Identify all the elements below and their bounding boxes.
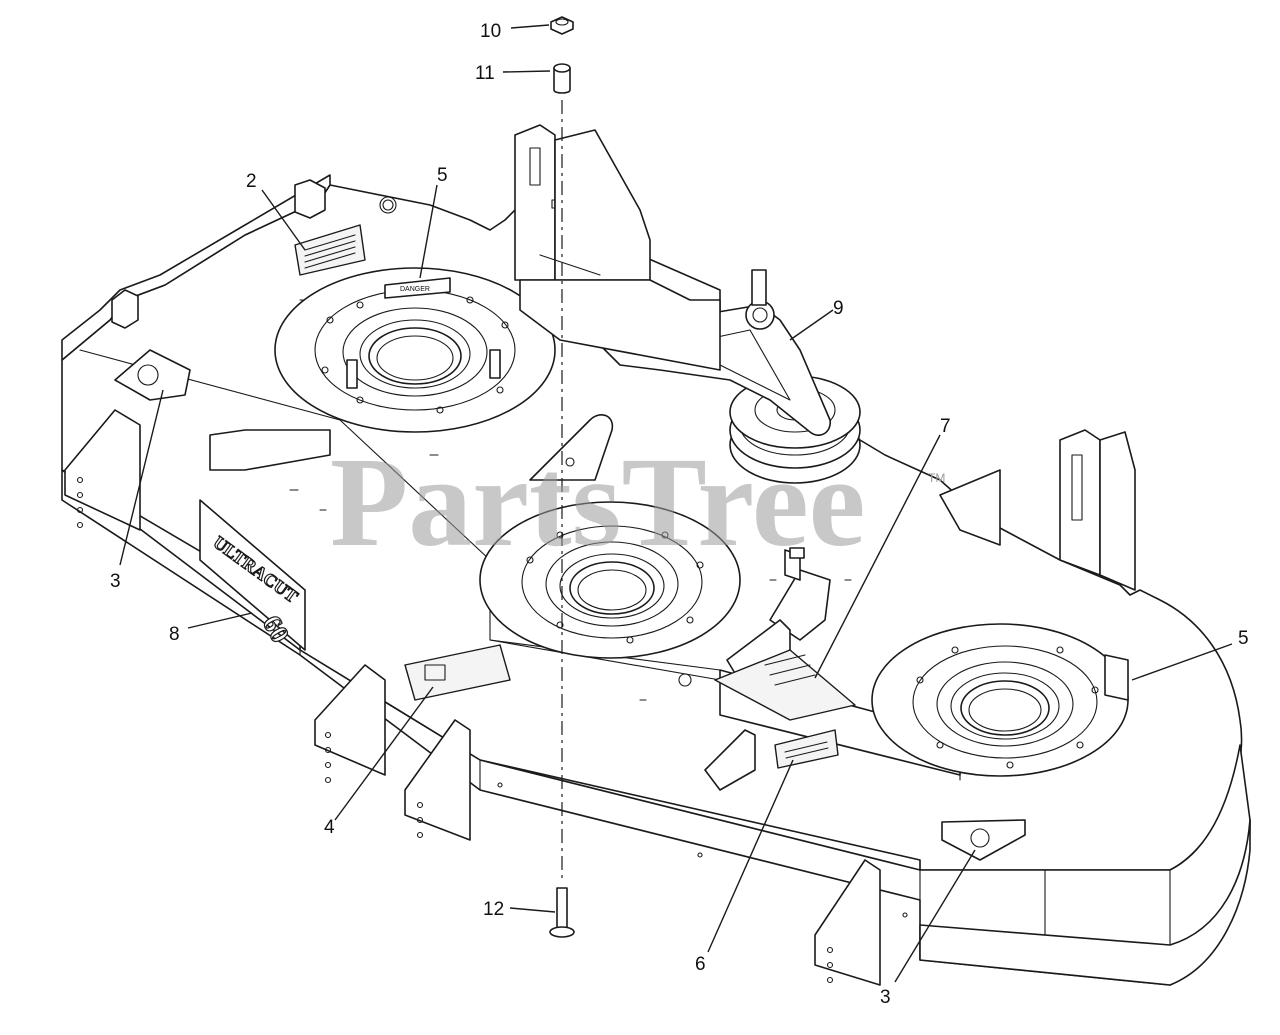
callout-8: 8 <box>169 624 180 645</box>
callout-labels: 10 11 2 5 9 7 3 8 5 4 6 12 3 <box>110 21 1249 1008</box>
callout-5-top: 5 <box>437 165 448 186</box>
decal-danger-left: DANGER <box>384 277 451 299</box>
callout-9: 9 <box>833 298 844 319</box>
callout-4: 4 <box>324 817 335 838</box>
callout-2: 2 <box>246 171 257 192</box>
callout-6: 6 <box>695 954 706 975</box>
decal-caution-front <box>774 729 839 769</box>
spacer-11 <box>553 63 571 94</box>
rear-mount-bracket <box>514 124 721 371</box>
leader-lines <box>119 24 1233 983</box>
callout-7: 7 <box>940 416 951 437</box>
decal-danger-left-text: DANGER <box>400 286 430 293</box>
flange-nut-10 <box>550 16 574 35</box>
decal-belt-routing <box>714 649 856 721</box>
right-mount-bracket <box>939 429 1136 591</box>
idler-mount-plate <box>529 414 831 641</box>
left-spindle-housing <box>274 267 556 433</box>
decal-hazard-front <box>941 819 1026 861</box>
callout-5-right: 5 <box>1238 628 1249 649</box>
center-axis-hardware <box>549 16 575 938</box>
decal-warning-left <box>294 224 366 276</box>
carriage-bolt-12 <box>549 887 575 938</box>
callout-11: 11 <box>475 63 495 84</box>
callout-12: 12 <box>483 899 504 920</box>
watermark-tm: TM <box>928 471 945 485</box>
decal-danger-right <box>1104 654 1129 701</box>
callout-10: 10 <box>480 21 501 42</box>
decal-instructions-front <box>404 644 511 701</box>
middle-spindle-housing <box>479 501 741 659</box>
right-spindle-housing <box>871 623 1129 777</box>
callout-3-bottom: 3 <box>880 987 891 1008</box>
watermark: PartsTree <box>330 431 865 573</box>
callout-3-left: 3 <box>110 571 121 592</box>
decal-hazard-left <box>114 349 191 401</box>
